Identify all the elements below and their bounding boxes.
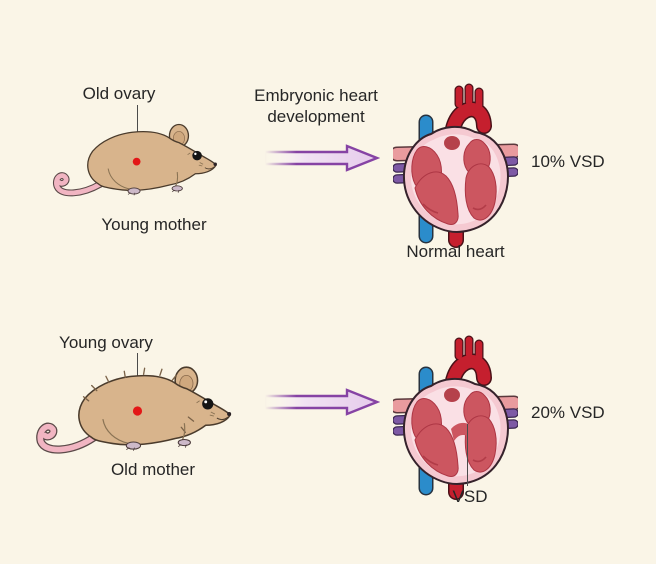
mouse-mouth-line: [204, 166, 215, 170]
fur-strokes: [82, 367, 195, 434]
mouse-eye: [192, 150, 202, 161]
mouse-whiskers: [196, 400, 216, 417]
process-label-line2: development: [267, 106, 365, 126]
vsd-heart-illustration: [393, 335, 518, 500]
eye-highlight: [194, 152, 197, 156]
mouse-tail: [36, 422, 98, 454]
heart-caption-row1: Normal heart: [406, 242, 505, 261]
right-ventricle: [414, 171, 459, 225]
development-arrow-icon-row1: [263, 144, 380, 172]
young-mother-mouse-illustration: [52, 123, 217, 197]
mouse-nose: [213, 162, 217, 166]
trabeculae-lines: [422, 455, 487, 466]
mouse-body: [87, 130, 217, 191]
heart-chambers: [411, 391, 497, 477]
mouse-haunch-line: [107, 168, 131, 190]
mother-label-row1: Young mother: [101, 215, 207, 234]
left-ventricle: [464, 415, 497, 473]
old-mother-mouse-illustration: [36, 366, 232, 454]
heart-caption-row2: VSD: [452, 487, 488, 506]
mouse-nose: [227, 412, 232, 417]
mouse-tail: [52, 172, 104, 197]
ovary-dot: [132, 157, 141, 166]
ovary-label-row2: Young ovary: [59, 333, 153, 352]
process-label: Embryonic heart development: [234, 86, 398, 127]
ovary-label-row1: Old ovary: [82, 84, 156, 103]
ovary-dot: [132, 406, 143, 416]
mother-label-row2: Old mother: [110, 460, 196, 479]
aortic-root: [444, 388, 460, 402]
vsd-opening: [451, 422, 472, 441]
vsd-rate-row1: 10% VSD: [531, 152, 605, 171]
heart-chambers: [411, 139, 497, 225]
mouse-feet: [125, 438, 191, 451]
development-arrow-icon-row2: [263, 388, 380, 416]
vsd-rate-row2: 20% VSD: [531, 403, 605, 422]
trabeculae-lines: [422, 203, 487, 214]
right-ventricle: [414, 423, 459, 477]
mouse-whiskers: [187, 152, 204, 167]
left-ventricle: [464, 163, 497, 221]
mouse-feet: [127, 185, 183, 196]
mouse-mouth-line: [216, 416, 229, 421]
eye-highlight: [204, 400, 208, 404]
mouse-body: [78, 374, 232, 446]
vsd-pointer-line: [467, 424, 468, 486]
aortic-root: [444, 136, 460, 150]
mouse-haunch-line: [102, 419, 130, 445]
process-label-line1: Embryonic heart: [254, 86, 378, 105]
mouse-eye: [202, 398, 214, 410]
normal-heart-illustration: [393, 83, 518, 248]
